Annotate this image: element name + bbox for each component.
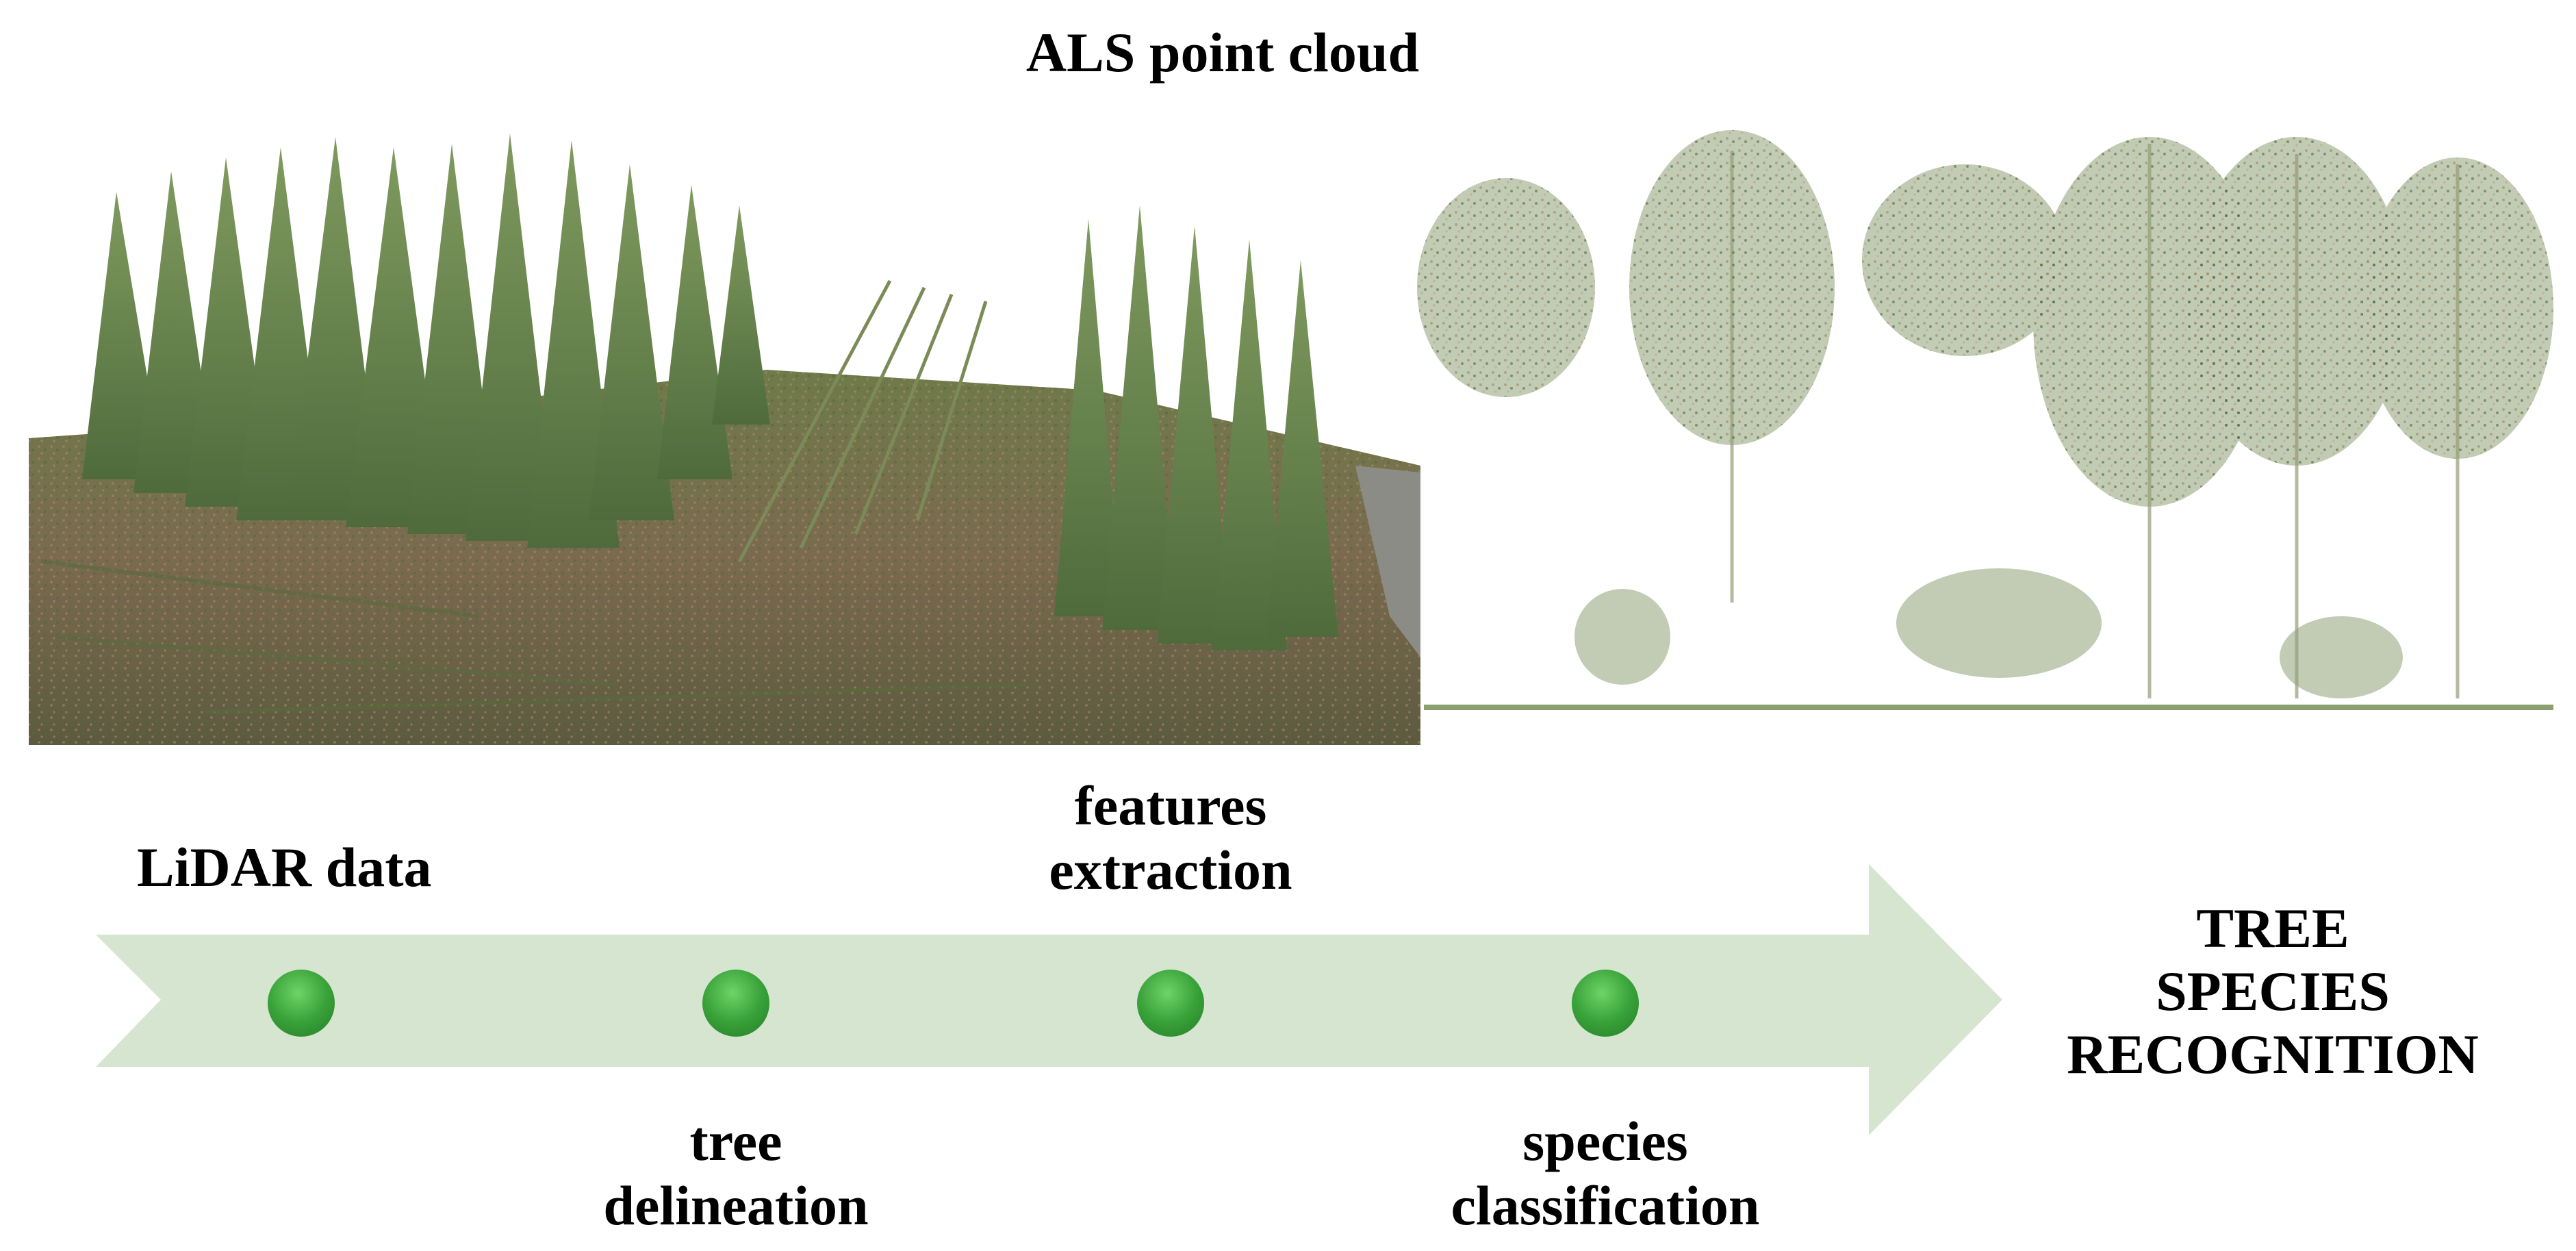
tree-profile-point-cloud-image [1417,130,2553,710]
step-dot-classification [1572,970,1639,1037]
step-classification-line-1: species [1522,1110,1688,1172]
result-label: TREE SPECIES RECOGNITION [2067,897,2478,1086]
step-dot-features [1137,970,1204,1037]
step-features-line-2: extraction [1049,839,1292,901]
step-lidar-label: LiDAR data [137,836,432,898]
step-classification-label: species classification [1451,1109,1760,1238]
step-dot-lidar [268,970,335,1037]
result-line-2: SPECIES [2156,960,2390,1022]
step-delineation-label: tree delineation [603,1109,868,1238]
diagram-title: ALS point cloud [1025,21,1420,84]
step-features-line-1: features [1074,774,1267,837]
result-line-3: RECOGNITION [2067,1023,2479,1085]
step-dot-delineation [702,970,769,1037]
result-line-1: TREE [2196,897,2349,959]
step-classification-line-2: classification [1451,1174,1760,1237]
step-delineation-line-2: delineation [603,1174,869,1237]
forest-point-cloud-image [29,134,1420,745]
step-delineation-line-1: tree [689,1110,782,1172]
process-arrow [96,864,2002,1135]
step-features-label: features extraction [1049,774,1292,902]
